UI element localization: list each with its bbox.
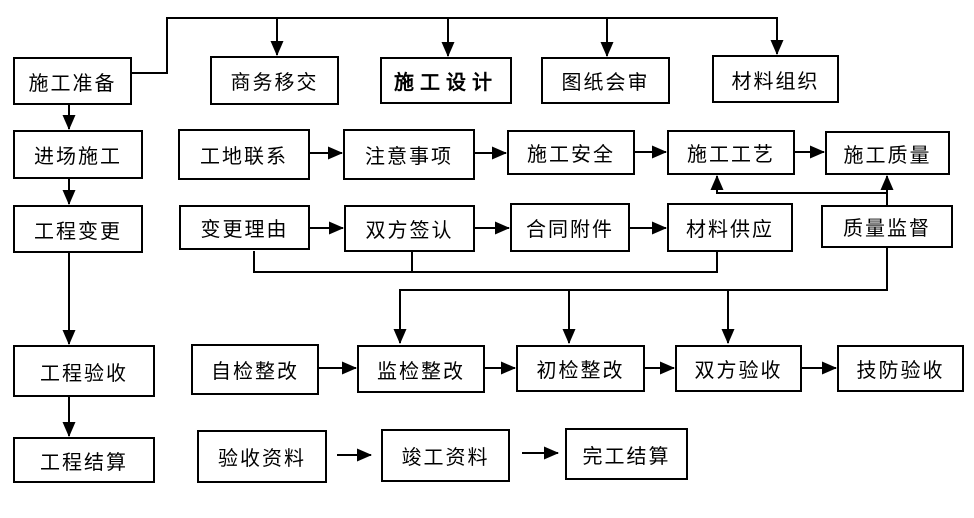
flow-node-construction-technique: 施工工艺 xyxy=(667,130,795,175)
flow-node-label: 商务移交 xyxy=(230,72,319,94)
flow-node-label: 工程变更 xyxy=(34,220,122,243)
flow-node-site-liaison: 工地联系 xyxy=(178,129,310,180)
flow-node-label: 施工安全 xyxy=(527,144,615,166)
flow-node-construction-preparation: 施工准备 xyxy=(13,57,132,105)
flow-node-label: 注意事项 xyxy=(365,146,453,168)
flow-node-completion-documents: 竣工资料 xyxy=(381,429,510,482)
connector-prep-to-top-bus-and-material-organization-arrow xyxy=(132,17,784,74)
flow-node-label: 施工设计 xyxy=(394,72,498,94)
flow-node-label: 竣工资料 xyxy=(401,447,490,469)
flow-node-technical-security-acceptance: 技防验收 xyxy=(837,345,964,392)
connector-quality-supervision-to-construction-technique-arrow xyxy=(710,175,887,194)
flow-node-drawing-review: 图纸会审 xyxy=(541,57,670,104)
flow-node-label: 技防验收 xyxy=(856,360,945,382)
flow-node-construction-safety: 施工安全 xyxy=(507,130,635,175)
flow-node-supervision-inspection-rectification: 监检整改 xyxy=(357,345,485,393)
flow-node-label: 图纸会审 xyxy=(561,72,650,94)
flow-node-quality-supervision: 质量监督 xyxy=(821,205,953,248)
flow-node-site-entry-construction: 进场施工 xyxy=(13,130,143,179)
flow-node-change-reason: 变更理由 xyxy=(179,205,310,250)
flow-node-label: 施工工艺 xyxy=(687,144,775,166)
flow-node-label: 变更理由 xyxy=(200,219,289,241)
flow-node-label: 进场施工 xyxy=(34,146,122,168)
flow-node-label: 工程结算 xyxy=(40,451,128,474)
flow-node-business-handover: 商务移交 xyxy=(210,56,339,105)
flow-node-label: 施工质量 xyxy=(843,144,932,167)
flow-node-initial-inspection-rectification: 初检整改 xyxy=(516,345,645,392)
flow-node-label: 双方签认 xyxy=(365,220,454,242)
flow-node-label: 材料供应 xyxy=(686,219,774,241)
flow-node-mutual-signing: 双方签认 xyxy=(344,205,475,252)
flow-node-label: 自检整改 xyxy=(211,361,299,383)
flow-node-precautions: 注意事项 xyxy=(343,129,475,180)
flow-node-label: 合同附件 xyxy=(526,219,614,241)
flow-node-label: 工地联系 xyxy=(200,146,288,168)
flow-node-label: 双方验收 xyxy=(694,360,783,382)
flow-node-project-change: 工程变更 xyxy=(13,205,143,253)
connector-paperwork-net-horizontal xyxy=(253,251,718,273)
flow-node-material-supply: 材料供应 xyxy=(667,203,793,252)
flow-node-label: 监检整改 xyxy=(377,360,465,383)
flow-node-label: 初检整改 xyxy=(536,360,625,382)
flow-node-construction-design: 施工设计 xyxy=(380,57,512,104)
flow-node-project-acceptance: 工程验收 xyxy=(13,345,155,397)
flow-node-completion-settlement: 完工结算 xyxy=(565,428,688,480)
flow-node-acceptance-documents: 验收资料 xyxy=(197,430,327,483)
connector-supervision-bus-to-supervision-inspection-arrow xyxy=(393,248,888,344)
flow-node-mutual-acceptance: 双方验收 xyxy=(675,345,802,392)
flow-node-contract-attachment: 合同附件 xyxy=(510,203,630,252)
flow-node-label: 材料组织 xyxy=(731,70,820,93)
flow-node-material-organization: 材料组织 xyxy=(712,55,839,103)
flow-node-label: 施工准备 xyxy=(28,72,117,95)
flow-node-label: 质量监督 xyxy=(843,218,931,240)
flow-node-construction-quality: 施工质量 xyxy=(825,131,950,175)
flow-node-label: 工程验收 xyxy=(40,362,128,385)
flow-node-label: 完工结算 xyxy=(582,445,671,468)
flow-node-project-settlement: 工程结算 xyxy=(13,437,155,483)
flow-node-label: 验收资料 xyxy=(218,448,306,470)
flow-node-self-inspection-rectification: 自检整改 xyxy=(191,344,319,395)
